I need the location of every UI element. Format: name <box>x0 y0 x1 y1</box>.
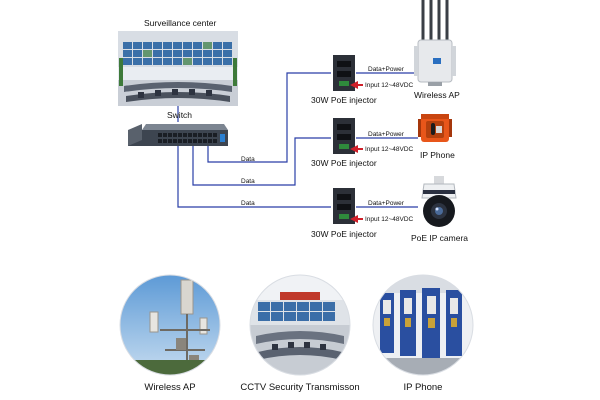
wireless-ap-icon <box>414 0 456 86</box>
injector-title-3: 30W PoE injector <box>311 229 377 239</box>
poe-injector-1 <box>333 55 355 91</box>
data-power-label-1: Data+Power <box>368 66 404 73</box>
poe-injector-2 <box>333 118 355 154</box>
device-label-wireless-ap: Wireless AP <box>414 90 460 100</box>
caption-wireless-ap: Wireless AP <box>144 382 196 393</box>
link-data-label-2: Data <box>241 178 255 185</box>
link-data-label-1: Data <box>241 156 255 163</box>
data-power-label-3: Data+Power <box>368 200 404 207</box>
cctv-photo <box>249 274 351 376</box>
injector-input-label-2: Input 12~48VDC <box>365 146 414 153</box>
switch-label: Switch <box>167 110 193 120</box>
wireless-ap-photo <box>119 274 221 376</box>
ip-camera-icon <box>421 176 457 227</box>
caption-cctv: CCTV Security Transmisson <box>240 382 360 393</box>
ip-phone-photo <box>372 274 474 376</box>
injector-input-label-1: Input 12~48VDC <box>365 82 414 89</box>
link-data-label-3: Data <box>241 200 255 207</box>
ip-phone-icon <box>418 114 452 142</box>
data-power-label-2: Data+Power <box>368 131 404 138</box>
power-input-arrows <box>350 81 363 223</box>
injector-input-label-3: Input 12~48VDC <box>365 216 414 223</box>
surveillance-center-image <box>118 31 238 106</box>
switch-device <box>128 124 228 146</box>
injector-title-2: 30W PoE injector <box>311 158 377 168</box>
data-links <box>177 72 418 208</box>
caption-ip-phone: IP Phone <box>403 382 443 393</box>
injector-title-1: 30W PoE injector <box>311 95 377 105</box>
device-label-ip-camera: PoE IP camera <box>411 233 469 243</box>
device-label-ip-phone: IP Phone <box>420 150 455 160</box>
surveillance-center-label: Surveillance center <box>144 18 217 28</box>
poe-injector-3 <box>333 188 355 224</box>
